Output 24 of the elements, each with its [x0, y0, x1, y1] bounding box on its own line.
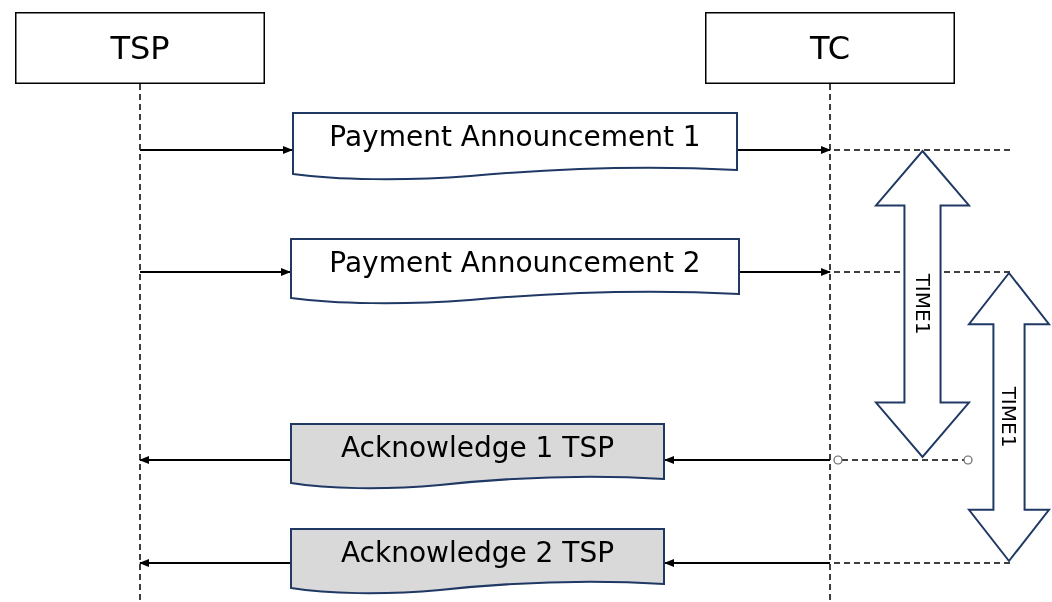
duration-label: TIME1: [910, 273, 935, 335]
arrow: [739, 268, 831, 276]
message-box: [292, 112, 738, 182]
participant-lifeline: [15, 12, 265, 600]
arrow: [737, 146, 831, 154]
message-label: Payment Announcement 1: [329, 120, 701, 153]
arrow: [664, 559, 831, 567]
message-label: Acknowledge 2 TSP: [340, 536, 615, 569]
message-box: [290, 423, 665, 491]
participant-name: TC: [810, 29, 850, 67]
participant-name: TSP: [110, 29, 170, 67]
time-span-double-arrow: [968, 272, 1050, 562]
message-label: Acknowledge 1 TSP: [340, 431, 615, 464]
message-box: [290, 238, 740, 306]
duration-label: TIME1: [997, 386, 1021, 448]
arrow: [139, 146, 293, 154]
participant-lifeline: [705, 12, 955, 602]
arrow: [664, 456, 831, 464]
time-span-double-arrow: [875, 150, 970, 458]
arrow: [139, 268, 291, 276]
arrow: [139, 559, 291, 567]
arrow: [139, 456, 291, 464]
message-box: [290, 528, 665, 596]
message-label: Payment Announcement 2: [329, 246, 701, 279]
